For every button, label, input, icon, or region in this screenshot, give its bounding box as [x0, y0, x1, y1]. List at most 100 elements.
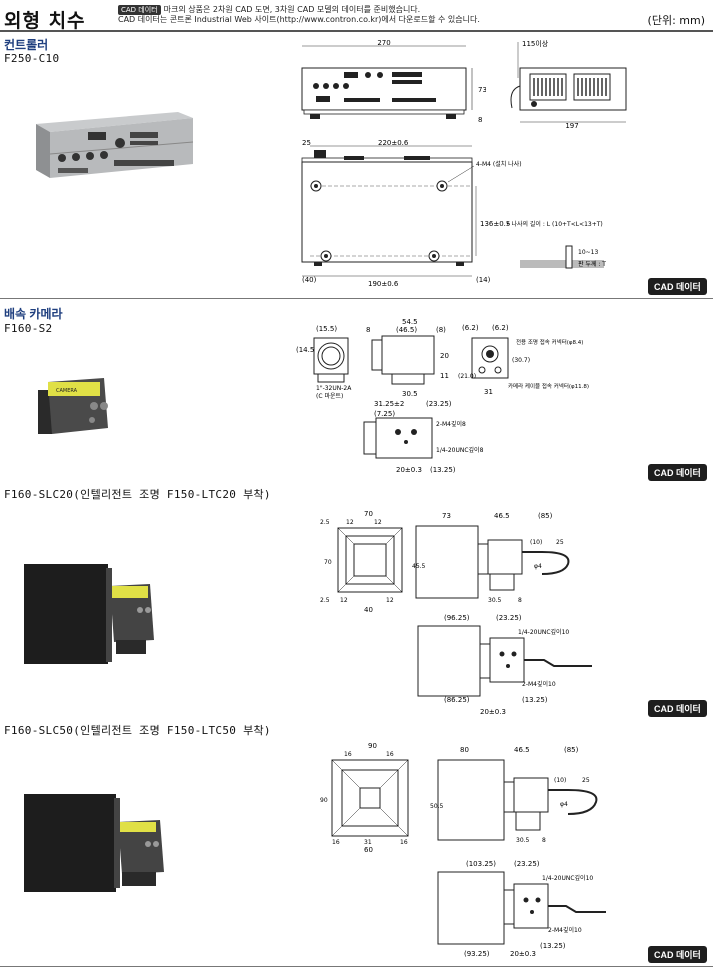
dim-label: 10~13: [578, 249, 598, 256]
dim-label: (23.25): [496, 614, 522, 622]
dim-label: 2.5: [320, 597, 330, 604]
note-screw-length: • 나사의 길이 : L (10+T<L<13+T): [506, 220, 603, 228]
dim-label: 11: [440, 372, 449, 380]
dim-label: 16: [386, 751, 394, 758]
controller-top-view: 25 220±0.6 4-M4 (설치 나사) 136±0.5 (40) 190…: [301, 139, 606, 288]
dim-label: (10): [554, 777, 566, 784]
slc50-photo: [24, 794, 164, 892]
dim-label: 12: [374, 519, 382, 526]
model-f160-slc50: F160-SLC50(인텔리전트 조명 F150-LTC50 부착): [4, 724, 271, 737]
dim-label: 54.5: [402, 318, 418, 326]
dim-label: (14.5): [296, 346, 317, 354]
dim-label: 73: [442, 512, 451, 520]
section-title-controller: 컨트롤러: [4, 38, 49, 52]
notice-line-1: 마크의 상품은 2차원 CAD 도면, 3차원 CAD 모델의 데이터를 준비했…: [163, 5, 421, 14]
dim-label: 30.5: [488, 597, 502, 604]
dim-label: 136±0.5: [480, 220, 510, 228]
dim-label: 270: [377, 39, 390, 47]
dim-label: (23.25): [514, 860, 540, 868]
dim-label: 46.5: [494, 512, 510, 520]
dim-label: 2-M4깊이8: [436, 420, 466, 428]
model-f160-s2: F160-S2: [4, 322, 53, 335]
dim-label: (30.7): [512, 357, 530, 364]
dim-label: 197: [565, 122, 578, 130]
notice-line-2: CAD 데이터는 콘트론 Industrial Web 사이트(http://w…: [118, 15, 480, 24]
section-title-camera: 배속 카메라: [4, 307, 63, 321]
dim-label: (23.25): [426, 400, 452, 408]
slc20-front-view: 70 12 12 2.5 70 12 12 40 2.5: [320, 510, 403, 614]
connector-note-light: 전용 조명 접속 커넥터(φ8.4): [516, 338, 583, 346]
slc50-side-view: 80 46.5 (85) (10) 25 50.5 30.5 8 φ4: [430, 746, 598, 844]
dim-label: 25: [302, 139, 311, 147]
dim-label: (8): [436, 326, 446, 334]
dim-label: 45.5: [412, 563, 426, 570]
camera-photo: CAMERA: [38, 378, 108, 434]
camera-front-view: (15.5) (14.5) 1"-32UN-2A (C 마운트): [296, 325, 352, 400]
dim-label: (13.25): [522, 696, 548, 704]
dim-label: 20±0.3: [510, 950, 536, 958]
dim-label: 60: [364, 846, 373, 854]
dim-label: 20: [440, 352, 449, 360]
dim-label: 115이상: [522, 39, 549, 48]
dim-label: (13.25): [430, 466, 456, 474]
dim-label: 31: [484, 388, 493, 396]
dim-label: (7.25): [374, 410, 395, 418]
dim-label: 31.25±2: [374, 400, 404, 408]
dim-label: (C 마운트): [316, 392, 343, 400]
cad-data-button-s2[interactable]: CAD 데이터: [648, 464, 707, 481]
cad-data-button-slc20[interactable]: CAD 데이터: [648, 700, 707, 717]
dim-label: 90: [320, 797, 328, 804]
dim-label: (15.5): [316, 325, 337, 333]
dim-label: 90: [368, 742, 377, 750]
dim-label: φ4: [534, 563, 542, 570]
slc50-front-view: 90 16 16 90 16 16 31 60: [320, 742, 409, 854]
dim-label: 판 두께 : T: [578, 260, 606, 268]
model-f160-slc20: F160-SLC20(인텔리전트 조명 F150-LTC20 부착): [4, 488, 271, 501]
dim-label: 46.5: [514, 746, 530, 754]
controller-photo: [36, 112, 194, 178]
dim-label: φ4: [560, 801, 568, 808]
dim-label: 190±0.6: [368, 280, 399, 288]
dim-label: 25: [556, 539, 564, 546]
dim-label: 2-M4깊이10: [548, 926, 582, 934]
dim-label: 220±0.6: [378, 139, 409, 147]
dim-label: 1/4-20UNC깊이10: [518, 628, 569, 636]
dim-label: 25: [582, 777, 590, 784]
camera-bottom-view: 31.25±2 (23.25) (7.25) 2-M4깊이8 1/4-20UNC…: [363, 400, 484, 474]
slc20-bottom-view: (96.25) (23.25) 1/4-20UNC깊이10 2-M4깊이10 (…: [417, 614, 592, 716]
dim-label: 30.5: [402, 390, 418, 398]
dim-label: 16: [400, 839, 408, 846]
dim-label: 40: [364, 606, 373, 614]
dim-label: 70: [324, 559, 332, 566]
camera-side-view: 54.5 8 (46.5) (8) 20 11 30.5: [366, 318, 449, 398]
dim-label: (85): [538, 512, 553, 520]
dim-label: (46.5): [396, 326, 417, 334]
connector-note-cable: 카메라 케이블 접속 커넥터(φ11.8): [508, 382, 589, 390]
dim-label: 2.5: [320, 519, 330, 526]
divider: [0, 30, 713, 32]
dim-label: 50.5: [430, 803, 444, 810]
dim-label: 1/4-20UNC깊이10: [542, 874, 593, 882]
dim-label: (40): [302, 276, 317, 284]
dim-label: (10): [530, 539, 542, 546]
divider: [0, 966, 713, 967]
cad-data-button-c10[interactable]: CAD 데이터: [648, 278, 707, 295]
slc20-photo: [24, 564, 154, 664]
dim-label: 1/4-20UNC깊이8: [436, 446, 484, 454]
page-title: 외형 치수: [4, 10, 86, 32]
dim-label: 70: [364, 510, 373, 518]
dim-label: 12: [340, 597, 348, 604]
slc50-bottom-view: (103.25) (23.25) 1/4-20UNC깊이10 2-M4깊이10 …: [437, 860, 606, 958]
dim-label: 1"-32UN-2A: [316, 385, 352, 392]
dim-label: 30.5: [516, 837, 530, 844]
dim-label: 12: [346, 519, 354, 526]
dim-label: 20±0.3: [480, 708, 506, 716]
svg-text:CAMERA: CAMERA: [56, 388, 78, 394]
dim-label: 4-M4 (설치 나사): [476, 160, 522, 168]
slc20-side-view: 73 46.5 (85) (10) 25 45.5 30.5 8 φ4: [412, 512, 570, 604]
cad-data-button-slc50[interactable]: CAD 데이터: [648, 946, 707, 963]
dim-label: 8: [542, 837, 546, 844]
dim-label: 8: [478, 116, 482, 124]
dim-label: 8: [366, 326, 370, 334]
